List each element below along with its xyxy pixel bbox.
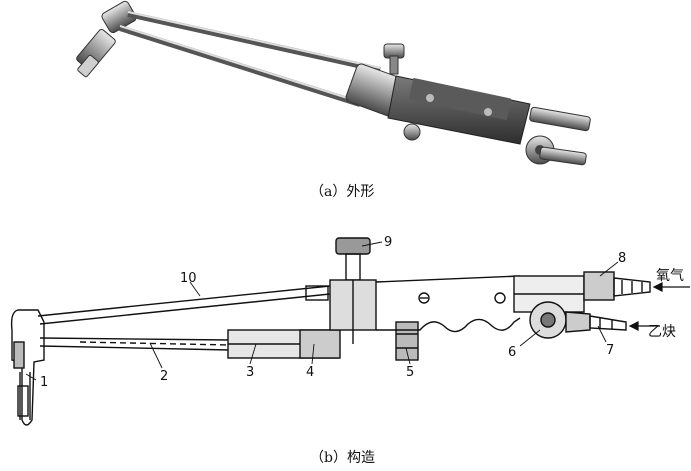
cutting-nozzle-head <box>10 309 45 426</box>
callout-5: 5 <box>406 365 414 380</box>
callout-2: 2 <box>160 369 168 384</box>
acetylene-valve-wheel <box>529 301 567 339</box>
photo-oxygen-fitting <box>529 106 591 132</box>
caption-appearance: （a）外形 <box>310 184 375 200</box>
photo-handle <box>387 75 531 145</box>
cutting-oxygen-tube <box>37 285 331 325</box>
callout-10: 10 <box>180 271 197 286</box>
photo-upper-tube <box>127 11 381 73</box>
oxygen-hose-fitting <box>583 271 651 301</box>
cutting-oxygen-valve <box>305 237 377 344</box>
callout-7: 7 <box>606 343 614 358</box>
acetylene-hose-fitting <box>565 311 627 333</box>
photo-oxygen-valve-knob <box>383 43 405 75</box>
callout-3: 3 <box>246 365 254 380</box>
acetylene-label: 乙炔 <box>648 324 676 340</box>
callout-4: 4 <box>306 365 314 380</box>
oxygen-label: 氧气 <box>656 268 684 284</box>
callout-9: 9 <box>384 235 392 250</box>
photo-acetylene-fitting <box>539 146 587 166</box>
callout-8: 8 <box>618 251 626 266</box>
injector-body <box>227 329 341 359</box>
mixing-tube <box>39 337 231 351</box>
photo-lower-knob <box>403 123 421 141</box>
photo-head <box>76 0 137 78</box>
callout-6: 6 <box>508 345 516 360</box>
photo-lower-tube <box>119 25 361 107</box>
torch-body <box>375 275 521 333</box>
torch-photo <box>76 0 591 166</box>
callout-1: 1 <box>40 375 48 390</box>
mixing-chamber-nut <box>395 321 419 361</box>
caption-structure: （b）构造 <box>310 450 375 466</box>
